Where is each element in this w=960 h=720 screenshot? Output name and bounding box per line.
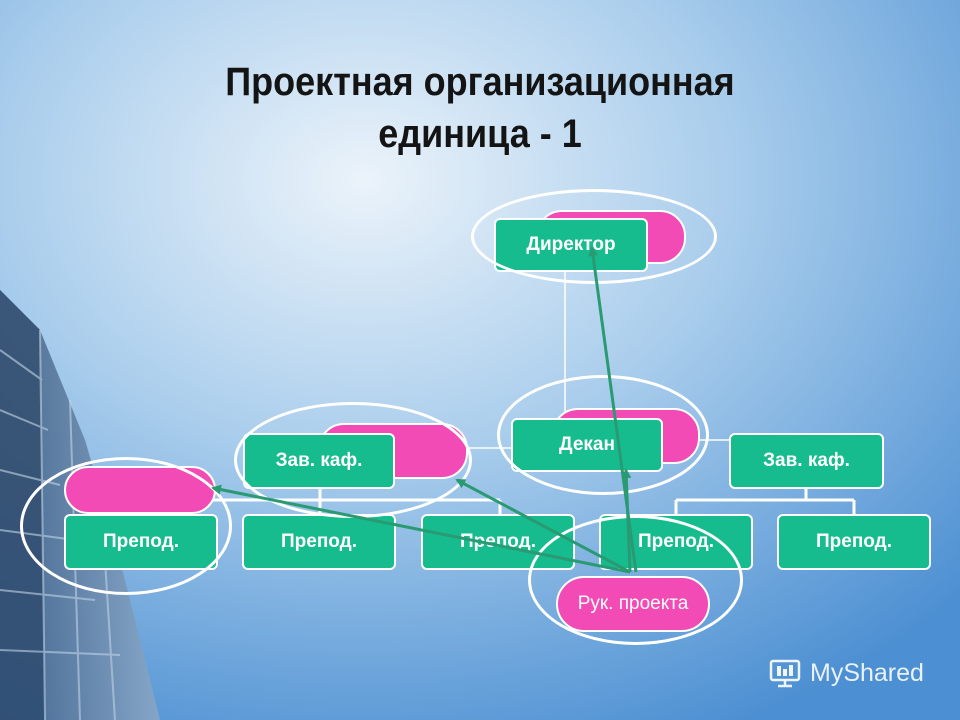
head-right-label: Зав. каф. — [763, 450, 850, 471]
teacher-label-5: Препод. — [816, 531, 892, 552]
highlight-ellipse-dean — [497, 375, 709, 495]
arrow-to-dean — [621, 468, 632, 573]
teacher-label-2: Препод. — [281, 531, 357, 552]
presentation-screen-icon — [769, 659, 801, 688]
slide-title-line-1: Проектная организационная — [225, 60, 735, 104]
arrow-to-head-left — [455, 478, 631, 574]
teacher-box-5: Препод. — [777, 514, 931, 570]
highlight-ellipse-director — [471, 189, 717, 284]
head-right-box: Зав. каф. — [729, 433, 884, 489]
highlight-ellipse-teacher-left — [20, 457, 232, 595]
watermark-text: MyShared — [810, 658, 924, 687]
highlight-ellipse-project-lead — [528, 515, 743, 645]
slide-title: Проектная организационная единица - 1 — [48, 56, 912, 160]
teacher-label-3: Препод. — [460, 531, 536, 552]
slide-title-line-2: единица - 1 — [378, 112, 582, 156]
watermark: MyShared — [768, 656, 924, 690]
arrow-to-teacher-left — [211, 484, 631, 574]
